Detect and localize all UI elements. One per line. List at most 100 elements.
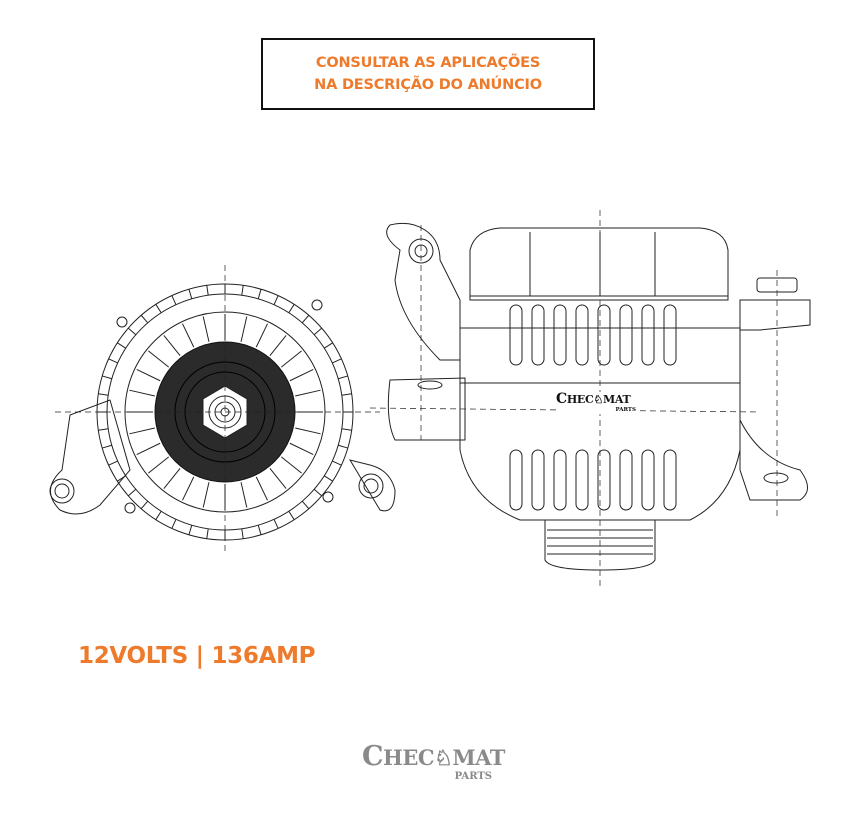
cooling-fin	[182, 323, 195, 348]
cooling-fin	[269, 467, 287, 489]
logo-letter: C	[556, 391, 567, 407]
cooling-fin	[202, 316, 210, 342]
cooling-fin	[255, 323, 268, 348]
housing-tooth	[288, 510, 295, 520]
right-lower-hole	[763, 472, 789, 484]
right-lower-bracket	[739, 419, 808, 501]
vent-slot	[619, 304, 633, 366]
housing-tooth	[98, 393, 109, 396]
housing-teeth	[97, 284, 353, 540]
housing-tooth	[108, 358, 118, 364]
housing-tooth	[171, 519, 177, 529]
housing-tooth	[313, 327, 323, 336]
housing-tooth	[102, 444, 112, 449]
vent-slot	[641, 304, 655, 366]
housing-tooth	[338, 375, 348, 380]
cooling-fin	[136, 369, 161, 382]
housing-tooth	[117, 475, 127, 482]
housing-tooth	[117, 342, 127, 349]
vent-slot	[575, 449, 589, 511]
cooling-fin	[136, 442, 161, 455]
housing-tooth	[98, 428, 109, 431]
housing-tooth	[188, 289, 193, 299]
vent-slot	[619, 449, 633, 511]
vent-slot	[509, 449, 523, 511]
housing-tooth	[257, 525, 262, 535]
bolt-hole	[311, 299, 323, 311]
housing-tooth	[341, 393, 352, 396]
housing-tooth	[127, 488, 137, 497]
housing-tooth	[127, 327, 137, 336]
cooling-fin	[280, 350, 302, 368]
vent-slot	[663, 304, 677, 366]
right-mount-hole	[358, 473, 384, 499]
alternator-front-view	[49, 265, 396, 555]
housing-tooth	[338, 444, 348, 449]
body-logo-main: CHEC♘MAT	[556, 391, 631, 407]
housing-tooth	[273, 519, 279, 529]
alternator-side-view	[369, 210, 811, 590]
bottom-vents	[509, 449, 677, 511]
upper-mount-bracket	[386, 222, 461, 361]
left-mount-hole	[49, 478, 75, 504]
cooling-fin	[240, 316, 248, 342]
logo-text-a: HEC	[566, 393, 594, 406]
housing-tooth	[273, 295, 279, 305]
right-mount-hole-inner	[363, 478, 379, 494]
front-housing	[459, 383, 741, 521]
side-ear-hole	[417, 380, 443, 390]
vent-slot	[597, 304, 611, 366]
body-brand-logo: CHEC♘MAT PARTS	[556, 392, 640, 414]
housing-tooth	[155, 510, 162, 520]
brand-logo-main: CHEC♘MAT	[362, 741, 505, 772]
housing-tooth	[241, 528, 244, 539]
logo-text-a: HEC	[383, 745, 435, 770]
housing-tooth	[288, 304, 295, 314]
cooling-fin	[202, 482, 210, 508]
cooling-fin	[289, 369, 314, 382]
right-mount-ear	[348, 459, 396, 512]
left-mount-hole-inner	[54, 483, 70, 499]
vent-slot	[553, 304, 567, 366]
cooling-fin	[148, 456, 170, 474]
housing-tooth	[301, 314, 310, 324]
brand-logo: CHEC♘MAT PARTS	[362, 743, 505, 783]
logo-text-b: MAT	[603, 393, 631, 406]
vent-slot	[531, 304, 545, 366]
rear-cap	[469, 227, 729, 301]
cooling-fin	[280, 456, 302, 474]
side-ear	[387, 377, 466, 441]
housing-tooth	[301, 500, 310, 510]
bolt-hole	[124, 502, 136, 514]
cooling-fin	[182, 476, 195, 501]
logo-text-b: MAT	[452, 745, 505, 770]
housing-tooth	[140, 500, 149, 510]
housing-tooth	[102, 375, 112, 380]
logo-sub: PARTS	[615, 407, 636, 413]
housing-tooth	[332, 460, 342, 466]
knight-icon: ♘	[593, 393, 604, 406]
housing-tooth	[323, 342, 333, 349]
top-vents	[509, 304, 677, 366]
housing-tooth	[206, 528, 209, 539]
housing-tooth	[257, 289, 262, 299]
housing-tooth	[155, 304, 162, 314]
cooling-fin	[163, 467, 181, 489]
notice-line-2: NA DESCRIÇÃO DO ANÚNCIO	[314, 77, 542, 93]
cooling-fin	[269, 335, 287, 357]
housing-tooth	[341, 428, 352, 431]
housing-tooth	[323, 475, 333, 482]
housing-tooth	[313, 488, 323, 497]
logo-letter: C	[362, 741, 384, 772]
cooling-fin	[255, 476, 268, 501]
knight-icon: ♘	[434, 745, 453, 770]
vent-slot	[575, 304, 589, 366]
cooling-fin	[295, 389, 321, 397]
logo-sub: PARTS	[454, 771, 492, 782]
housing-tooth	[140, 314, 149, 324]
cooling-fin	[129, 427, 155, 435]
applications-notice-box: CONSULTAR AS APLICAÇÕES NA DESCRIÇÃO DO …	[261, 38, 595, 110]
cooling-fin	[163, 335, 181, 357]
bolt-hole	[116, 316, 128, 328]
